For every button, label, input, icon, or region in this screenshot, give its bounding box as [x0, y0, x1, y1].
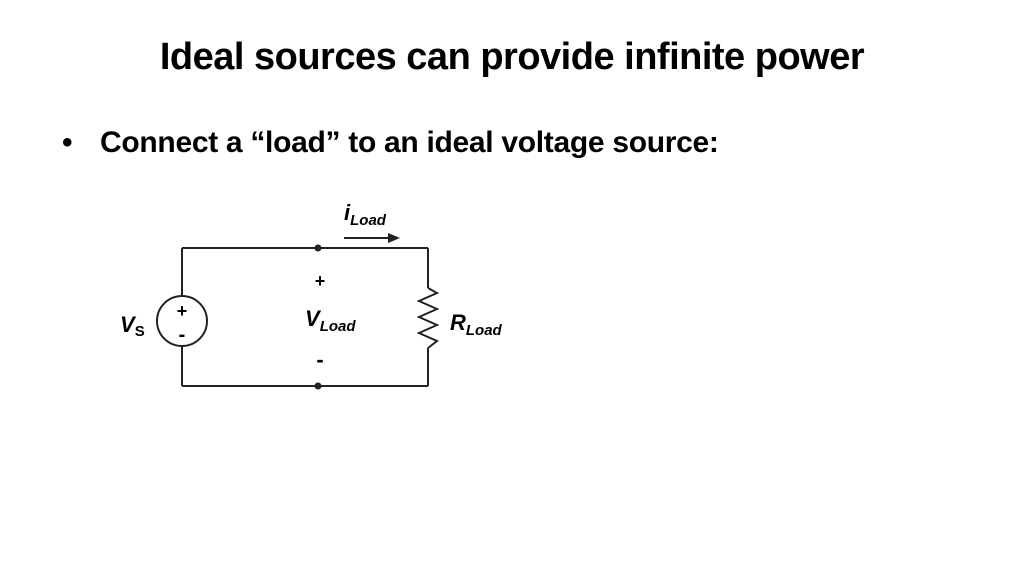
circuit-diagram: + - VS iLoad + VLoad - RLoad: [120, 200, 503, 390]
resistor-icon: [416, 287, 440, 349]
top-node: [314, 244, 322, 252]
bottom-node: [314, 382, 322, 390]
voltage-label: VLoad: [305, 306, 356, 335]
voltage-minus: -: [316, 347, 323, 372]
voltage-plus: +: [315, 271, 326, 291]
slide-title: Ideal sources can provide infinite power: [159, 36, 865, 78]
source-label: VS: [120, 312, 145, 340]
current-arrow-icon: [388, 233, 400, 243]
current-label: iLoad: [344, 200, 387, 229]
source-plus: +: [177, 301, 188, 321]
voltage-source-icon: [156, 295, 208, 347]
resistor-label: RLoad: [450, 310, 503, 339]
bullet-text: Connect a “load” to an ideal voltage sou…: [100, 126, 719, 159]
bullet-marker: •: [62, 126, 73, 159]
source-minus: -: [179, 324, 186, 346]
bullet-item: • Connect a “load” to an ideal voltage s…: [62, 126, 719, 160]
